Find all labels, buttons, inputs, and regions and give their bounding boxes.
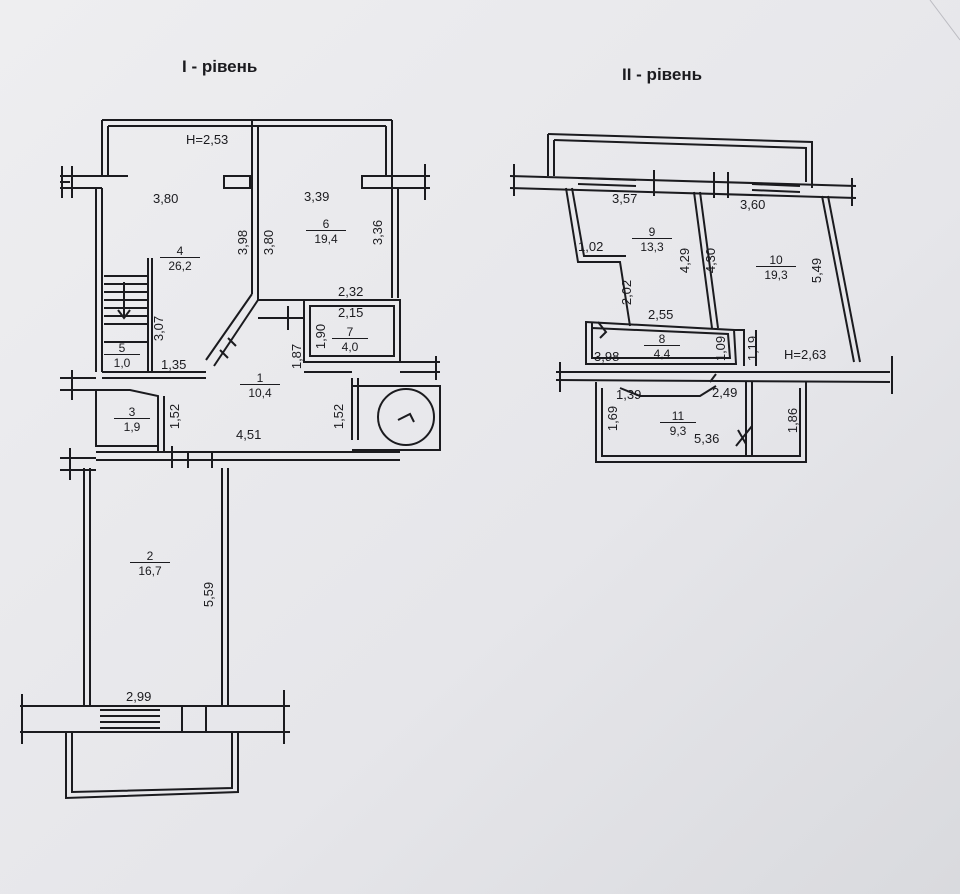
level-1-title: I - рівень (182, 57, 258, 76)
level-2-height: H=2,63 (784, 347, 827, 362)
dim-label: 1,90 (313, 323, 329, 350)
room-area: 9,3 (660, 422, 696, 437)
room-area: 4,4 (644, 345, 680, 360)
room-area: 19,3 (756, 266, 796, 281)
level-2-title: II - рівень (622, 65, 703, 84)
dim-label: 3,80 (153, 191, 179, 206)
dim-label: 2,32 (338, 284, 364, 299)
level-1-plan (20, 119, 441, 800)
dim-label: 2,49 (712, 385, 738, 400)
room-11-label: 11 9,3 (660, 410, 696, 437)
room-number: 9 (648, 225, 656, 239)
dim-label: 4,30 (703, 247, 719, 274)
room-area: 10,4 (240, 384, 280, 399)
dim-label: 3,39 (304, 189, 330, 204)
dim-label: 1,19 (745, 335, 761, 362)
room-area: 13,3 (632, 238, 672, 253)
room-6-label: 6 19,4 (306, 218, 346, 245)
room-number: 8 (658, 332, 666, 346)
dim-label: 3,98 (594, 349, 620, 364)
room-9-label: 9 13,3 (632, 226, 672, 253)
room-number: 6 (322, 217, 330, 231)
level-2-plan (509, 133, 893, 463)
room-1-label: 1 10,4 (240, 372, 280, 399)
dim-label: 4,29 (677, 247, 693, 274)
room-2-label: 2 16,7 (130, 550, 170, 577)
room-10-label: 10 19,3 (756, 254, 796, 281)
room-3-label: 3 1,9 (114, 406, 150, 433)
room-8-label: 8 4,4 (644, 333, 680, 360)
dim-label: 1,02 (578, 239, 604, 254)
dim-label: 3,60 (740, 197, 766, 212)
dim-label: 3,36 (370, 219, 386, 246)
room-4-label: 4 26,2 (160, 245, 200, 272)
dim-label: 1,52 (331, 403, 347, 430)
dim-label: 3,57 (612, 191, 638, 206)
room-7-label: 7 4,0 (332, 326, 368, 353)
room-number: 11 (671, 409, 685, 423)
dim-label: 2,99 (126, 689, 152, 704)
dim-label: 1,35 (161, 357, 187, 372)
dim-label: 2,55 (648, 307, 674, 322)
room-area: 4,0 (332, 338, 368, 353)
room-number: 10 (769, 253, 783, 267)
room-area: 1,9 (114, 418, 150, 433)
room-number: 2 (146, 549, 154, 563)
room-number: 5 (118, 341, 126, 355)
dim-label: 1,39 (616, 387, 642, 402)
room-number: 7 (346, 325, 354, 339)
room-number: 1 (256, 371, 264, 385)
dim-label: 1,87 (289, 343, 305, 370)
room-5-label: 5 1,0 (104, 342, 140, 369)
dim-label: 1,52 (167, 403, 183, 430)
room-area: 26,2 (160, 257, 200, 272)
dim-label: 3,98 (235, 229, 251, 256)
dim-label: 5,36 (694, 431, 720, 446)
dim-label: 5,49 (809, 257, 825, 284)
room-area: 1,0 (104, 354, 140, 369)
dim-label: 2,02 (619, 279, 635, 306)
dim-label: 1,86 (785, 407, 801, 434)
dim-label: 1,69 (605, 405, 621, 432)
room-area: 16,7 (130, 562, 170, 577)
dim-label: 1,09 (713, 335, 729, 362)
room-number: 4 (176, 244, 184, 258)
room-area: 19,4 (306, 230, 346, 245)
dim-label: 3,07 (151, 315, 167, 342)
dim-label: 4,51 (236, 427, 262, 442)
dim-label: 3,80 (261, 229, 277, 256)
dim-label: 2,15 (338, 305, 364, 320)
room-number: 3 (128, 405, 136, 419)
level-1-height: H=2,53 (186, 132, 229, 147)
dim-label: 5,59 (201, 581, 217, 608)
